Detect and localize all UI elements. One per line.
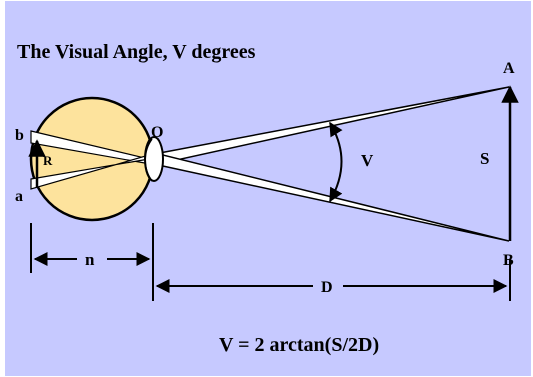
label-retina: R xyxy=(43,153,53,168)
diagram-title: The Visual Angle, V degrees xyxy=(17,41,256,63)
diagram-svg: The Visual Angle, V degrees b a R O V S … xyxy=(15,41,519,356)
label-object-size: S xyxy=(480,149,489,168)
label-b-eye: b xyxy=(15,127,24,144)
visual-angle-formula: V = 2 arctan(S/2D) xyxy=(219,334,379,356)
label-nodal-point: O xyxy=(151,124,163,141)
label-point-a: A xyxy=(503,60,515,77)
label-point-b: B xyxy=(503,252,514,269)
visual-angle-arc xyxy=(329,121,343,203)
ray-a-outer xyxy=(146,86,510,164)
label-eye-distance: n xyxy=(85,250,95,269)
cornea xyxy=(144,138,153,182)
label-object-distance: D xyxy=(321,279,333,296)
label-a-eye: a xyxy=(15,188,23,205)
ray-b-outer xyxy=(146,154,510,242)
label-visual-angle: V xyxy=(361,151,374,170)
